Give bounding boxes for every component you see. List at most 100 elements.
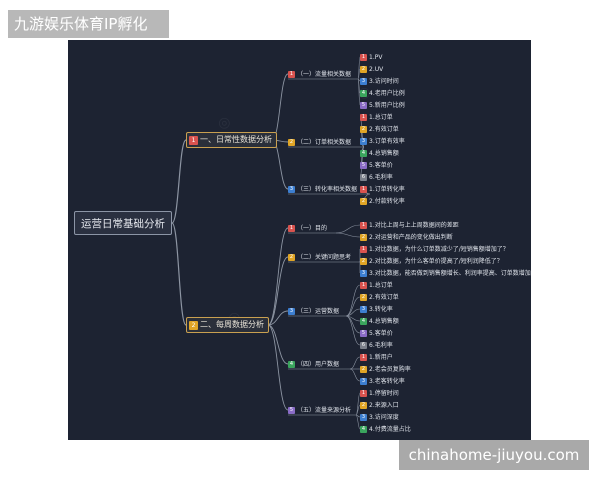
number-badge: 3 [360,270,367,277]
leaf-label: 2.老会员复购率 [369,366,411,373]
connector-line [267,310,289,326]
connector-line [267,227,289,326]
connector-line [349,356,361,370]
connector-line [355,414,361,430]
leaf-label: 5.新用户比例 [369,102,405,109]
leaf-label: 3.访问时间 [369,78,399,85]
number-badge: 4 [360,426,367,433]
connector-line [335,224,361,234]
leaf-label: 3.订单有效率 [369,138,405,145]
leaf-label: 1.总订单 [369,282,393,289]
leaf-label: 1.对比上周与上上周数据间的差距 [369,222,459,229]
number-badge: 1 [360,390,367,397]
number-badge: 4 [360,90,367,97]
connector-line [357,78,361,106]
number-badge: 3 [360,378,367,385]
group-node: 1（一）流量相关数据 [288,70,351,79]
number-badge: 1 [360,114,367,121]
leaf-label: 3.转化率 [369,306,393,313]
leaf-label: 4.总销售额 [369,150,399,157]
number-badge: 3 [360,414,367,421]
connector-line [345,315,361,346]
leaf-label: 2.有效订单 [369,294,399,301]
number-badge: 1 [189,135,198,145]
leaf-label: 1.订单转化率 [369,186,405,193]
leaf-label: 4.付费流量占比 [369,426,411,433]
leaf-label: 1.新用户 [369,354,393,361]
group-node: 2（二）关键问题思考 [288,253,351,262]
group-node: 5（五）流量来源分析 [288,406,351,415]
number-badge: 2 [360,402,367,409]
number-badge: 6 [360,174,367,181]
number-badge: 1 [360,282,367,289]
connector-line [335,232,361,238]
connector-line [349,368,361,382]
group-node: 3（三）转化率相关数据 [288,185,357,194]
group-label: （二）关键问题思考 [297,254,352,261]
leaf-label: 3.对比数据，能否做到销售额增长、利润率提高、订单数增加？ [369,270,531,277]
leaf-label: 2.对比数据，为什么客单价提高了/短利润降低了？ [369,258,503,265]
number-badge: 5 [288,407,295,414]
leaf-label: 5.客单价 [369,330,393,337]
number-badge: 6 [360,342,367,349]
branch-label: 一、日常性数据分析 [200,135,272,144]
connector-line [267,256,289,326]
number-badge: 4 [288,361,295,368]
number-badge: 2 [360,126,367,133]
number-badge: 3 [360,138,367,145]
number-badge: 2 [360,366,367,373]
number-badge: 5 [360,330,367,337]
leaf-label: 2.付款转化率 [369,198,405,205]
number-badge: 2 [360,258,367,265]
leaf-label: 1.停留时间 [369,390,399,397]
group-node: 3（三）运营数据 [288,307,339,316]
number-badge: 2 [360,198,367,205]
connector-lines [171,56,371,430]
connector-line [171,222,187,326]
leaf-label: 5.客单价 [369,162,393,169]
number-badge: 1 [360,186,367,193]
group-label: （四）用户数据 [297,361,340,368]
leaf-label: 6.毛利率 [369,174,393,181]
group-node: 2（二）订单相关数据 [288,138,351,147]
group-node: 1（一）目的 [288,224,327,233]
number-badge: 2 [360,294,367,301]
leaf-label: 6.毛利率 [369,342,393,349]
leaf-label: 1.总订单 [369,114,393,121]
root-node: 运营日常基础分析 [74,211,172,235]
connector-line [345,296,361,317]
number-badge: 1 [360,354,367,361]
number-badge: 2 [288,254,295,261]
number-badge: 1 [360,54,367,61]
number-badge: 2 [189,320,198,330]
connector-line [271,73,289,141]
number-badge: 5 [360,162,367,169]
connector-line [267,324,289,365]
mindmap-canvas: ◎ ◎ ◎ ◎ 运营日常基础分析 1一、日常性数据分析1（一）流量相关数据11.… [68,40,531,440]
number-badge: 1 [288,71,295,78]
